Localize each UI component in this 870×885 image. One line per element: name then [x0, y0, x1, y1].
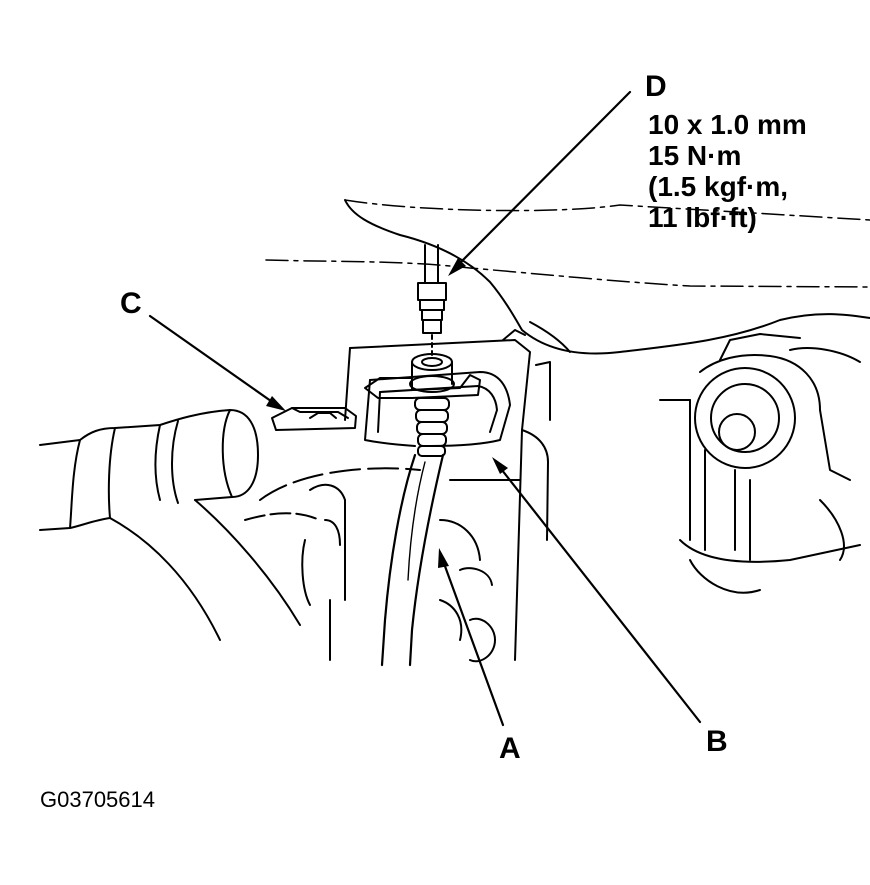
figure-id: G03705614 [40, 787, 155, 812]
vehicle-body-outline [265, 199, 870, 355]
callout-b: B [706, 725, 728, 758]
callout-a: A [499, 732, 521, 765]
suspension-knuckle [659, 333, 861, 594]
brake-hose [380, 397, 450, 667]
callout-c: C [120, 287, 142, 320]
flare-nut [411, 244, 453, 385]
callout-d: D [645, 70, 667, 103]
retaining-clip-on-bracket [364, 374, 481, 399]
torque-kgf: (1.5 kgf·m, [648, 171, 789, 202]
torque-nm: 15 N·m [648, 140, 742, 171]
torque-lbf: 11 lbf·ft) [648, 202, 757, 233]
bolt-size: 10 x 1.0 mm [648, 109, 807, 140]
lower-components [244, 467, 521, 663]
loose-clip [271, 407, 357, 431]
leader-lines [148, 90, 702, 727]
driveshaft [39, 409, 301, 641]
torque-spec: 10 x 1.0 mm 15 N·m (1.5 kgf·m, 11 lbf·ft… [648, 109, 807, 233]
